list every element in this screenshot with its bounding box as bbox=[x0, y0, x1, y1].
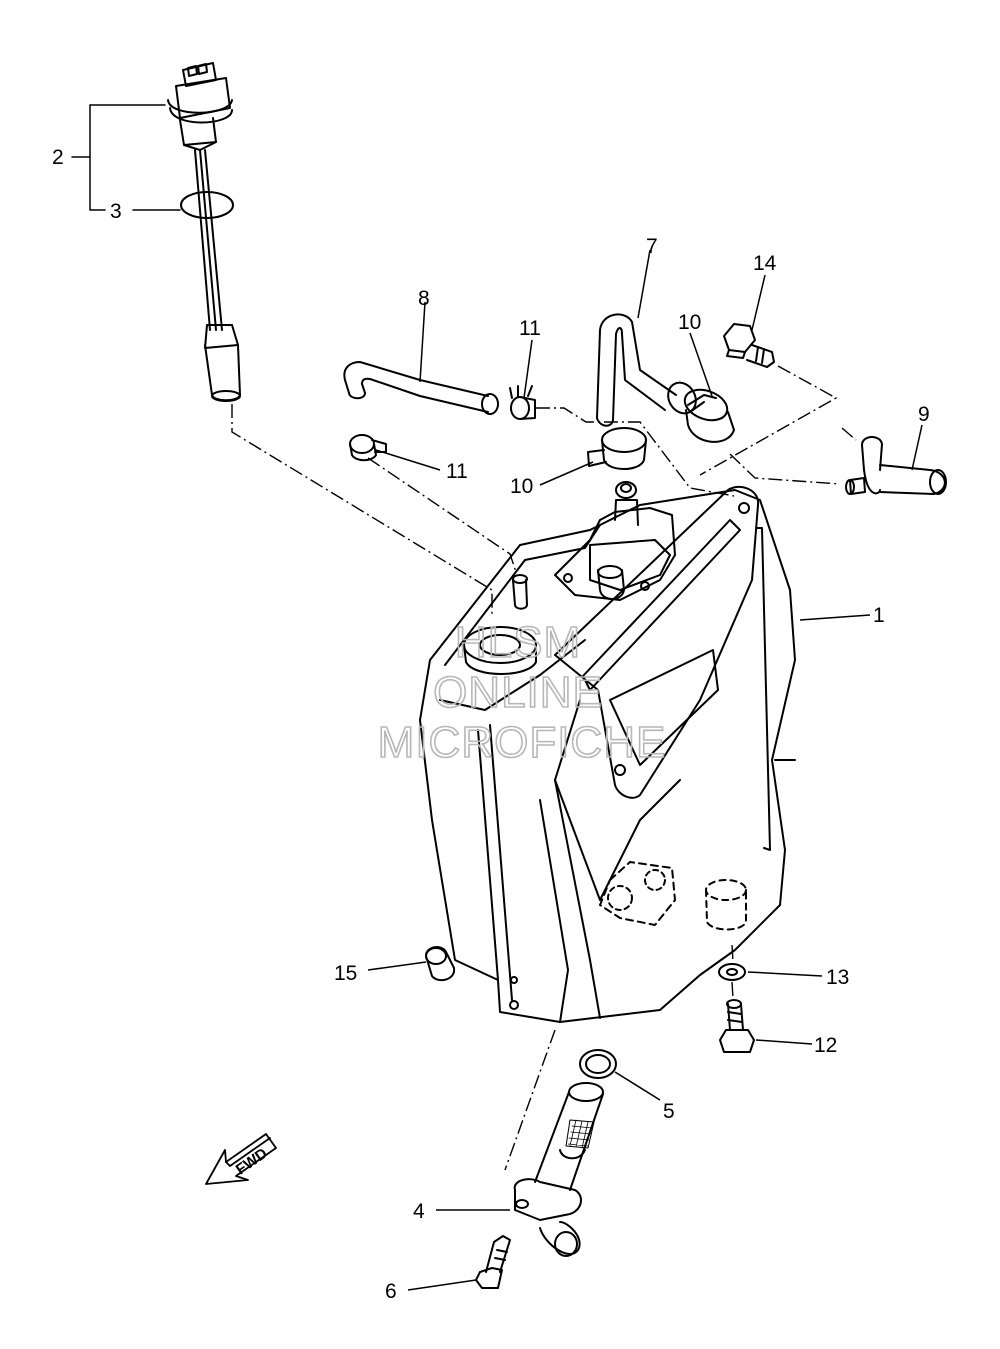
breather-hose-part-8 bbox=[343, 361, 499, 415]
joint-part-9 bbox=[845, 436, 947, 495]
callout-9: 9 bbox=[918, 403, 930, 426]
bolt-part-14 bbox=[723, 323, 775, 368]
callout-12: 12 bbox=[814, 1034, 837, 1057]
callout-14: 14 bbox=[753, 252, 777, 275]
callout-10-lower: 10 bbox=[510, 475, 533, 498]
callout-6: 6 bbox=[385, 1280, 397, 1303]
clip-part-11-lower bbox=[349, 434, 387, 462]
callout-8: 8 bbox=[418, 287, 430, 310]
clip-part-10-right bbox=[683, 388, 735, 443]
callout-11-upper: 11 bbox=[519, 317, 541, 340]
callout-11-lower: 11 bbox=[446, 460, 468, 483]
bolt-part-12 bbox=[719, 999, 755, 1053]
collar-part-15 bbox=[425, 946, 456, 982]
leader-lines bbox=[367, 249, 923, 1291]
o-ring-part-5 bbox=[579, 1049, 617, 1079]
callout-7: 7 bbox=[646, 235, 658, 258]
o-ring-part-3 bbox=[180, 191, 234, 219]
callout-10-upper: 10 bbox=[678, 311, 701, 334]
clip-part-11-upper bbox=[509, 385, 536, 420]
callout-2-bracket bbox=[71, 104, 181, 211]
oil-level-sensor bbox=[167, 62, 241, 402]
watermark-line-2: ONLINE bbox=[433, 668, 603, 717]
callout-labels: 1 2 3 4 5 6 7 8 9 10 10 11 11 12 13 14 1… bbox=[52, 146, 930, 1303]
connection-lines bbox=[231, 365, 857, 1171]
washer-part-13 bbox=[718, 963, 746, 981]
fwd-arrow bbox=[205, 1133, 277, 1185]
oil-tank-part-1 bbox=[419, 481, 796, 1023]
callout-5: 5 bbox=[663, 1100, 675, 1123]
callout-13: 13 bbox=[826, 966, 849, 989]
bolt-part-6 bbox=[475, 1235, 511, 1289]
watermark-line-3: MICROFICHE bbox=[378, 718, 667, 767]
callout-15: 15 bbox=[334, 962, 357, 985]
watermark: HLSM ONLINE MICROFICHE bbox=[377, 617, 667, 768]
callout-4: 4 bbox=[413, 1200, 425, 1223]
callout-1: 1 bbox=[873, 604, 885, 627]
strainer-part-4 bbox=[513, 1082, 604, 1257]
callout-3: 3 bbox=[110, 200, 122, 223]
watermark-line-1: HLSM bbox=[455, 618, 581, 667]
clip-part-10-left bbox=[587, 427, 647, 470]
callout-2: 2 bbox=[52, 146, 64, 169]
